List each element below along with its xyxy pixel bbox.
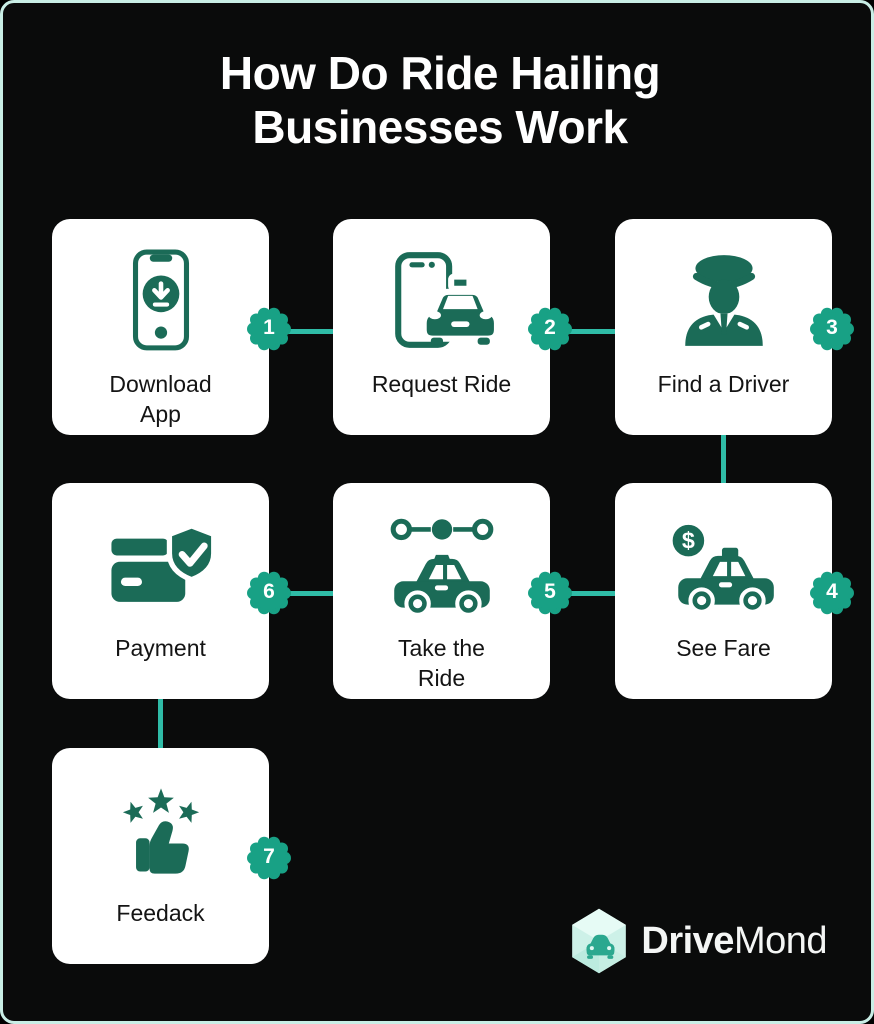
step-badge: 7 (246, 835, 292, 881)
step-badge: 3 (809, 306, 855, 352)
step-card-download-app: Download App 1 (52, 219, 269, 435)
step-badge: 1 (246, 306, 292, 352)
svg-text:$: $ (681, 528, 694, 554)
page-title: How Do Ride Hailing Businesses Work (219, 47, 661, 153)
badge-number: 1 (263, 316, 275, 339)
step-label: Feedack (116, 900, 205, 926)
step-badge: 6 (246, 570, 292, 616)
step-label: Take the Ride (398, 635, 485, 692)
brand-logo: DriveMond (569, 907, 828, 975)
step-card-see-fare: $ See Fare 4 (615, 483, 832, 699)
step-card-request-ride: Request Ride 2 (333, 219, 550, 435)
taxi-fare-icon: $ (669, 521, 774, 614)
thumbs-up-stars-icon (122, 788, 199, 874)
step-card-payment: Payment 6 (52, 483, 269, 699)
step-label: Find a Driver (657, 371, 790, 397)
step-card-find-driver: Find a Driver 3 (615, 219, 832, 435)
badge-number: 2 (544, 316, 556, 339)
connector-line (267, 591, 335, 596)
brand-name-light: Mond (733, 919, 828, 962)
step-card-take-ride: Take the Ride 5 (333, 483, 550, 699)
connector-line (267, 329, 335, 334)
brand-name-bold: Drive (641, 919, 734, 962)
connector-line (548, 329, 617, 334)
step-label: See Fare (676, 635, 771, 661)
phone-taxi-icon (394, 252, 498, 348)
connector-line (158, 697, 163, 750)
step-label: Payment (115, 635, 206, 661)
step-badge: 2 (527, 306, 573, 352)
badge-number: 6 (263, 580, 275, 603)
step-badge: 5 (527, 570, 573, 616)
brand-hexagon-car-icon (572, 908, 627, 974)
badge-number: 4 (826, 580, 838, 603)
connector-line (721, 433, 726, 485)
badge-number: 5 (544, 580, 556, 603)
badge-number: 7 (263, 845, 275, 868)
badge-number: 3 (826, 316, 838, 339)
chauffeur-icon (684, 255, 763, 346)
card-shield-icon (110, 523, 216, 602)
car-route-icon (390, 518, 493, 616)
connector-line (548, 591, 617, 596)
step-label: Download App (109, 371, 212, 428)
step-badge: 4 (809, 570, 855, 616)
step-card-feedback: Feedack 7 (52, 748, 269, 964)
step-label: Request Ride (371, 371, 512, 397)
brand-name: DriveMond (641, 920, 827, 963)
phone-download-icon (132, 249, 189, 351)
